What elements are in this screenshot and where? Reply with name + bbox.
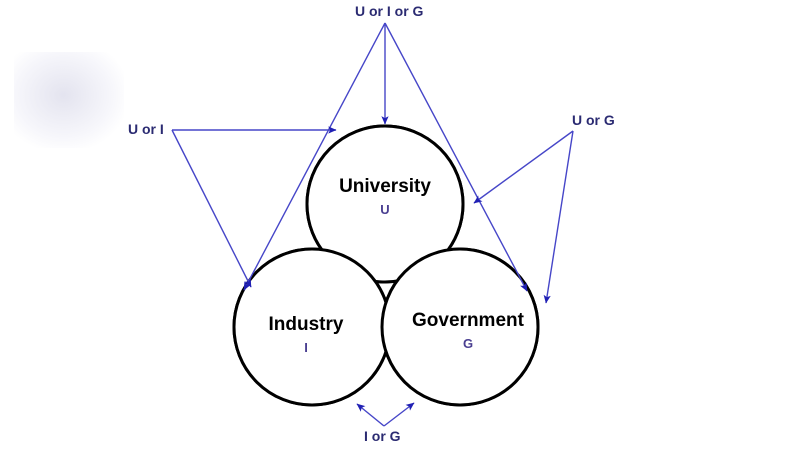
annotation-label-u-or-g: U or G [572, 112, 615, 128]
annotation-arrows [171, 22, 574, 427]
annotation-label-u-or-i: U or I [128, 121, 164, 137]
annotation-labels: U or I or G U or I U or G I or G [128, 3, 615, 444]
annotation-arrow-i-or-g-0 [356, 403, 385, 427]
label-industry: Industry [269, 314, 344, 335]
circle-government-outline[interactable] [380, 247, 540, 407]
circle-outlines [232, 124, 540, 407]
abbr-government: G [463, 336, 473, 351]
annotation-label-i-or-g: I or G [364, 428, 401, 444]
label-government: Government [412, 310, 525, 331]
abbr-industry: I [304, 340, 308, 355]
label-university: University [339, 176, 431, 197]
abbr-university: U [380, 202, 389, 217]
set-labels: University U Industry I Government G [269, 176, 525, 355]
annotation-arrow-u-or-g-0 [473, 130, 574, 204]
annotation-arrow-i-or-g-1 [383, 402, 415, 427]
annotation-label-u-or-i-or-g: U or I or G [355, 3, 424, 19]
annotation-arrow-u-or-i-or-g-1 [243, 22, 386, 291]
annotation-arrow-u-or-i-or-g-2 [384, 22, 528, 292]
circle-university-outline[interactable] [305, 124, 465, 284]
annotation-arrow-u-or-i-1 [171, 129, 252, 288]
annotation-arrow-u-or-g-1 [543, 130, 574, 304]
